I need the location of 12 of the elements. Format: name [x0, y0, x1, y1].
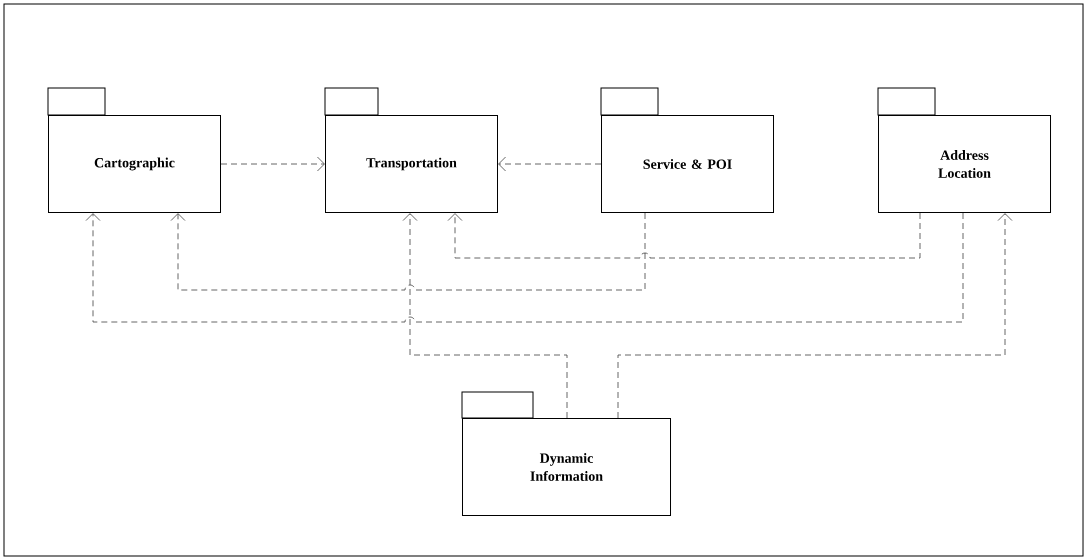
package-box: Cartographic — [47, 87, 221, 213]
dashed-arrow — [85, 212, 964, 323]
dashed-arrow — [220, 156, 325, 172]
dashed-arrow — [170, 212, 646, 291]
dashed-arrow — [402, 213, 568, 419]
package-box: Dynamic Information — [461, 391, 671, 516]
dashed-arrow — [498, 156, 602, 172]
dashed-arrow — [617, 213, 1013, 419]
package-box: Transportation — [324, 87, 498, 213]
package-box: Service & POI — [600, 87, 774, 213]
package-box: Address Location — [877, 87, 1051, 213]
dashed-arrow — [447, 212, 921, 259]
